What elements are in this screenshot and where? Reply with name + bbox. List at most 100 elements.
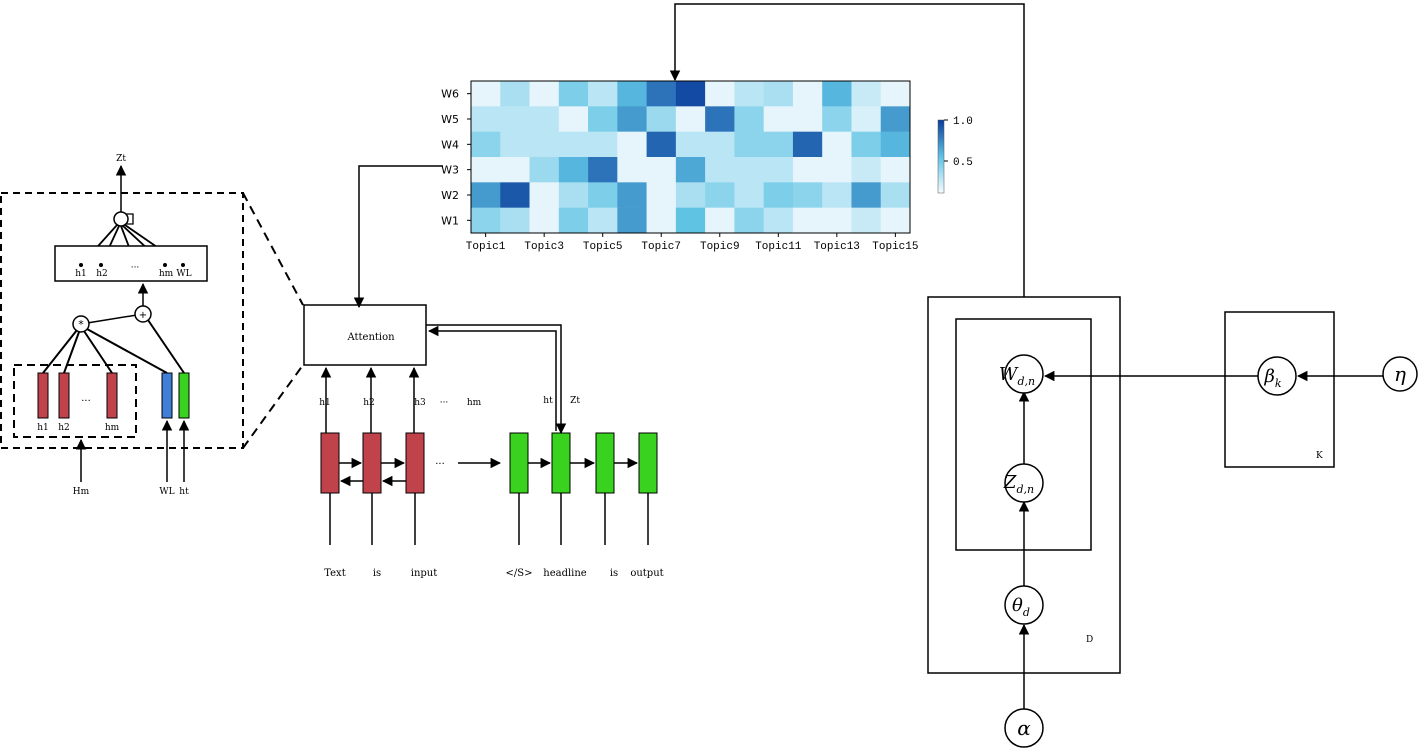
heatmap-cell-w6-col3 — [529, 81, 560, 107]
alpha-node-label: α — [1017, 716, 1031, 740]
plate-label-d: D — [1086, 635, 1093, 645]
heatmap-cell-w3-col6 — [617, 157, 647, 183]
word-is-1: is — [373, 568, 381, 579]
heatmap-cell-w4-col4 — [558, 131, 589, 158]
heatmap-cell-w3-col4 — [558, 157, 589, 183]
z-node — [1004, 463, 1044, 503]
beta-node — [1257, 356, 1297, 396]
heatmap-cell-w2-col12 — [792, 182, 823, 208]
heatmap-col-label: Topic9 — [700, 241, 740, 253]
heatmap-cell-w4-col1 — [471, 131, 501, 158]
plus-symbol: + — [139, 310, 147, 321]
plus-node — [134, 305, 152, 323]
zt-output-label: Zt — [116, 154, 126, 164]
attention-to-decoder-arrow — [426, 324, 567, 435]
heatmap-row-label: W6 — [441, 88, 459, 101]
heatmap-cell-w6-col4 — [558, 81, 589, 107]
word-is-2: is — [610, 568, 618, 579]
box-label-h1: h1 — [75, 269, 87, 279]
heatmap-cell-w3-col7 — [646, 157, 677, 183]
heatmap-cell-w4-col9 — [705, 131, 735, 158]
heatmap-cell-w5-col13 — [822, 106, 852, 132]
heatmap-cell-w4-col8 — [675, 131, 706, 158]
word-headline: headline — [543, 568, 587, 579]
heatmap-col-label: Topic5 — [583, 241, 623, 253]
ht-bar — [178, 372, 190, 419]
heatmap-cell-w4-col7 — [646, 131, 677, 158]
heatmap-cell-w1-col12 — [792, 207, 823, 234]
enc-label-h3: h3 — [414, 398, 426, 408]
heatmap-cell-w3-col14 — [851, 157, 882, 183]
heatmap-cell-w2-col10 — [734, 182, 764, 208]
lstm-attention-detail: Zt h1 h2 ··· hm WL * + — [0, 154, 304, 497]
heatmap-row-label: W1 — [441, 214, 459, 227]
heatmap-row-label: W5 — [441, 113, 459, 126]
w-node-label: Wd,n — [999, 364, 1035, 388]
multiply-to-plus-line — [80, 313, 144, 325]
inner-label-h1: h1 — [37, 423, 49, 433]
heatmap-cell-w3-col15 — [880, 157, 911, 183]
heatmap-cell-w5-col11 — [763, 106, 794, 132]
attention-box — [303, 304, 427, 366]
heatmap-cell-w3-col9 — [705, 157, 735, 183]
word-text: Text — [324, 568, 345, 579]
decoder-to-attention-arrow — [427, 325, 557, 431]
combine-symbol — [126, 213, 134, 225]
word-input: input — [411, 568, 438, 579]
inner-ellipsis: ··· — [81, 396, 91, 407]
dec-label-zt: Zt — [570, 396, 580, 406]
plate-to-heatmap-arrow — [669, 3, 1025, 297]
heatmap-cell-w5-col2 — [500, 106, 530, 132]
multiply-symbol: * — [78, 318, 84, 331]
heatmap-cell-w4-col15 — [880, 131, 911, 158]
heatmap-cell-w6-col7 — [646, 81, 677, 107]
heatmap-cell-w6-col1 — [471, 81, 501, 107]
heatmap-cell-w2-col8 — [675, 182, 706, 208]
heatmap-cell-w6-col12 — [792, 81, 823, 107]
alpha-node — [1004, 708, 1044, 748]
heatmap-cell-w5-col12 — [792, 106, 823, 132]
heatmap-cell-w5-col10 — [734, 106, 764, 132]
colorbar-label-2: 0.5 — [953, 157, 973, 169]
heatmap-cell-w2-col6 — [617, 182, 647, 208]
heatmap-cell-w3-col1 — [471, 157, 501, 183]
topic-plate — [1224, 311, 1335, 468]
box-label-hm: hm — [159, 269, 174, 279]
heatmap-cell-w3-col11 — [763, 157, 794, 183]
enc-label-h2: h2 — [363, 398, 375, 408]
input-label-wl: WL — [159, 487, 174, 497]
encoder-ellipsis: ··· — [435, 459, 445, 470]
heatmap-cell-w1-col8 — [675, 207, 706, 234]
eta-node-label: η — [1394, 362, 1406, 386]
heatmap-cell-w2-col3 — [529, 182, 560, 208]
heatmap-cell-w6-col10 — [734, 81, 764, 107]
heatmap-cell-w2-col7 — [646, 182, 677, 208]
attention-weights-box — [54, 245, 208, 282]
heatmap-cell-w5-col8 — [675, 106, 706, 132]
heatmap-cell-w1-col6 — [617, 207, 647, 234]
heatmap-cell-w6-col9 — [705, 81, 735, 107]
heatmap-cell-w4-col10 — [734, 131, 764, 158]
enc-label-ellipsis: ··· — [440, 398, 449, 408]
heatmap-row-label: W3 — [441, 164, 459, 177]
heatmap-cell-w6-col14 — [851, 81, 882, 107]
box-label-h2: h2 — [96, 269, 108, 279]
heatmap-row-label: W4 — [441, 138, 459, 151]
heatmap-cell-w2-col5 — [588, 182, 618, 208]
heatmap-cell-w2-col1 — [471, 182, 501, 208]
heatmap-cell-w5-col4 — [558, 106, 589, 132]
heatmap-cell-w3-col12 — [792, 157, 823, 183]
heatmap-cell-w4-col3 — [529, 131, 560, 158]
heatmap-cell-w3-col5 — [588, 157, 618, 183]
heatmap-cell-w5-col7 — [646, 106, 677, 132]
heatmap-cell-w6-col2 — [500, 81, 530, 107]
heatmap-cell-w3-col10 — [734, 157, 764, 183]
heatmap-to-attention-arrow — [353, 165, 443, 309]
heatmap-cell-w6-col5 — [588, 81, 618, 107]
heatmap-cell-w1-col1 — [471, 207, 501, 234]
decoder-cell-2 — [551, 432, 571, 494]
heatmap-col-label: Topic11 — [755, 241, 802, 253]
heatmap-cell-w5-col9 — [705, 106, 735, 132]
